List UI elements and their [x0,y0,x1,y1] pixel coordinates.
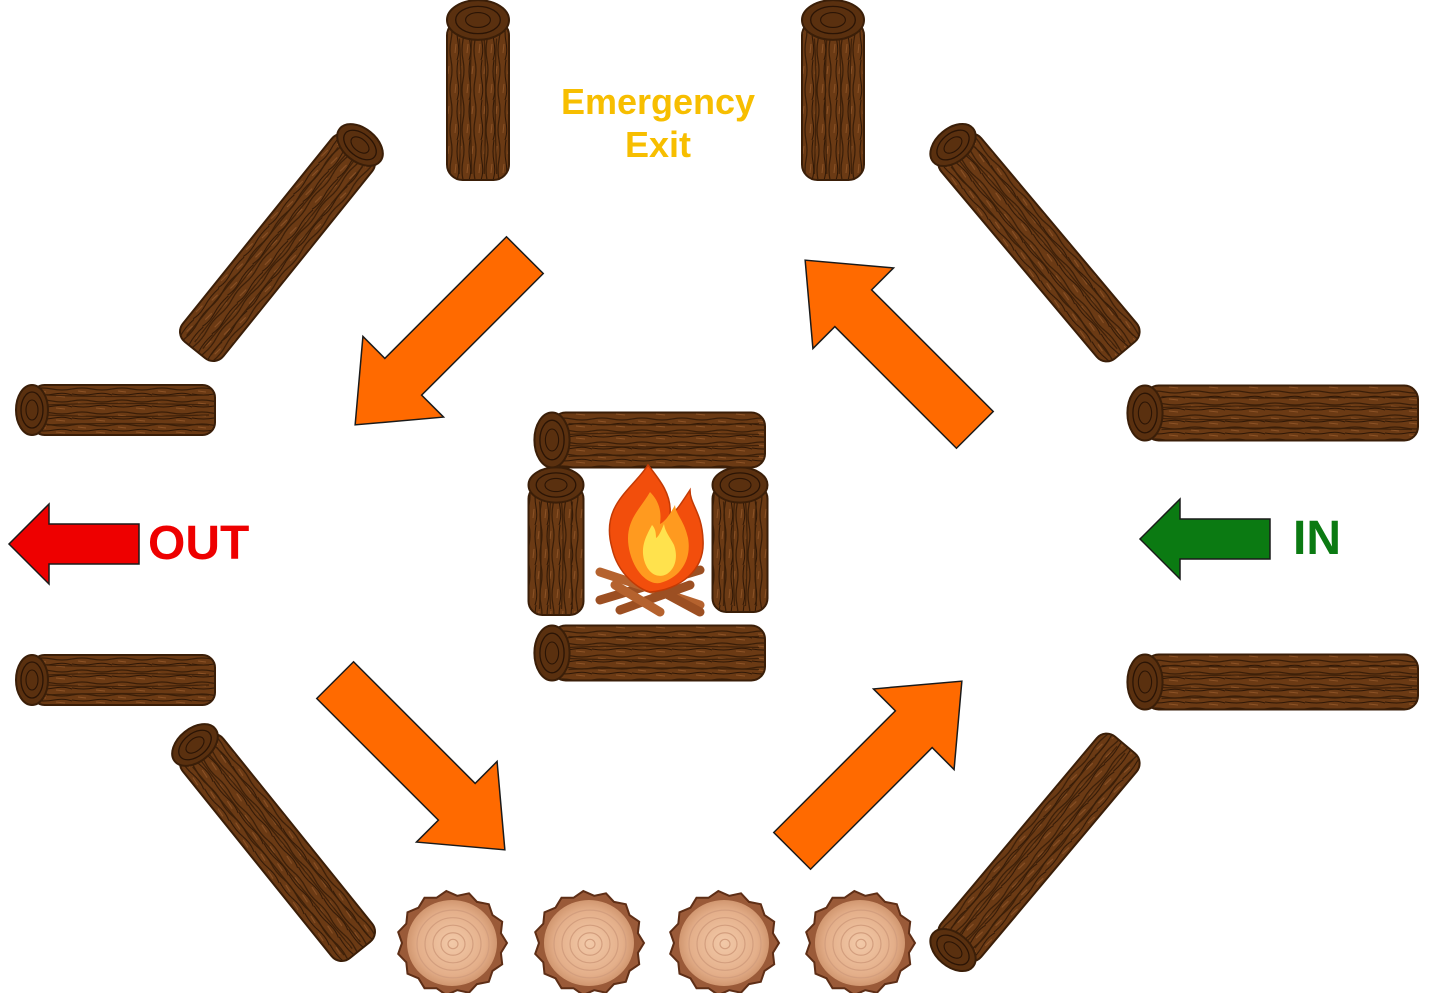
stump-1 [397,889,509,997]
log-lower-right-diagonal [929,732,1141,973]
log-lower-left-diagonal [171,723,376,963]
arrows-layer [7,235,1271,871]
stump-2 [534,889,646,997]
flow-arrow-bottom-left-icon [315,660,506,851]
logs-layer [15,0,1419,973]
in-label: IN [1293,512,1341,565]
log-fire-bottom [533,624,766,682]
log-top-left [446,0,510,181]
stump-3 [669,889,781,997]
emergency-exit-line-1: Emergency [560,81,756,122]
emergency-exit-line-2: Exit [624,124,692,165]
flow-arrow-top-left-icon [354,235,545,426]
log-fire-left [527,466,585,616]
fire-stick [610,580,665,617]
in-arrow-icon [1138,497,1271,581]
stump-4 [805,889,917,997]
log-top-right [801,0,865,181]
log-left-lower [15,654,216,706]
out-arrow-icon [7,502,140,586]
campfire-icon [595,463,705,617]
flame-inner [642,524,676,576]
flow-arrow-bottom-right-icon [772,680,963,871]
log-fire-right [711,466,769,613]
flow-arrow-top-right-icon [804,259,995,450]
log-right-upper [1126,384,1419,442]
log-right-lower [1126,653,1419,711]
log-upper-left-diagonal [179,123,384,363]
stumps-layer [397,889,917,997]
emergency-exit-label: Emergency Exit [530,80,786,166]
fire-stick [615,580,695,615]
log-left-upper [15,384,216,436]
log-upper-right-diagonal [929,122,1141,363]
out-label: OUT [148,517,250,570]
log-fire-top [533,411,766,469]
